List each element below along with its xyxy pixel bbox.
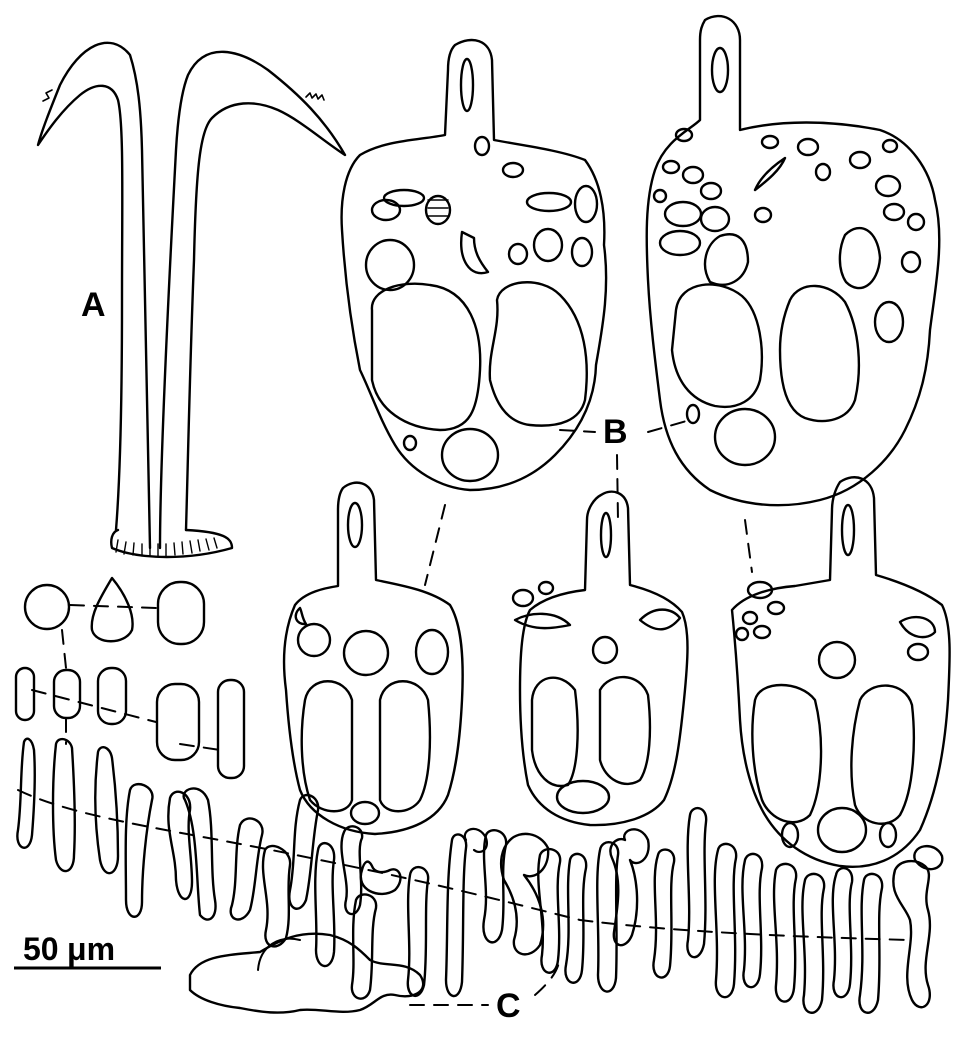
label-c: C: [496, 987, 521, 1025]
scale-bar-unit: μm: [67, 931, 115, 967]
plate-b-1: [342, 40, 607, 490]
bodies-c-right: [190, 795, 942, 1013]
plate-b-3: [284, 483, 463, 834]
label-b: B: [603, 413, 628, 451]
label-a: A: [81, 286, 106, 324]
bodies-c-left: [16, 578, 290, 946]
scale-bar-value: 50: [23, 931, 59, 967]
plate-b-2: [647, 16, 940, 505]
scale-bar: 50 μm: [14, 931, 161, 968]
plate-b-5: [732, 477, 950, 867]
plate-b-4: [513, 492, 688, 825]
